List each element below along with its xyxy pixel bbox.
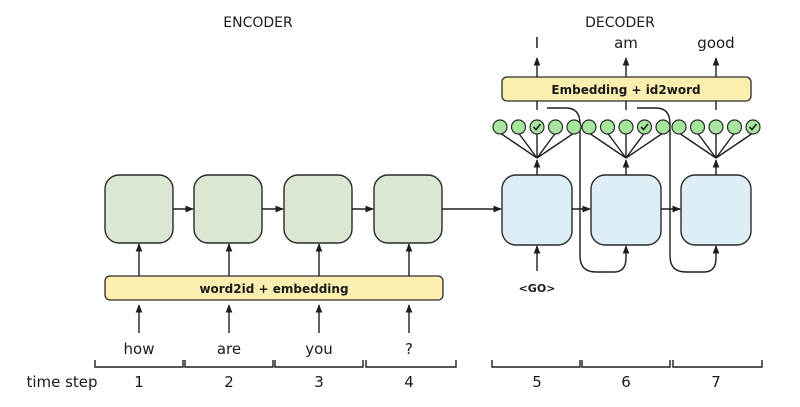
time-step-bracket <box>274 360 364 368</box>
softmax-node <box>726 119 743 135</box>
softmax-node <box>708 119 724 135</box>
softmax-edge <box>625 132 664 159</box>
time-step-bracket <box>491 360 581 368</box>
encoder-cell <box>283 174 353 244</box>
time-step-number: 3 <box>314 373 324 391</box>
feedback-loop-6 <box>547 107 630 273</box>
decoder-cell <box>501 174 573 246</box>
encoder-embedding-label: word2id + embedding <box>199 282 348 296</box>
softmax-edge <box>536 132 575 159</box>
encoder-cell <box>104 174 174 244</box>
input-word: are <box>217 340 241 358</box>
go-token: <GO> <box>519 282 556 295</box>
softmax-edge <box>606 132 627 159</box>
time-step-bracket <box>184 360 274 368</box>
check-icon <box>532 123 542 131</box>
softmax-node <box>636 119 653 135</box>
softmax-node <box>581 119 597 135</box>
softmax-node <box>566 119 582 135</box>
input-word: ? <box>405 340 413 358</box>
decoder-output-word: I <box>535 34 539 52</box>
time-step-number: 2 <box>224 373 234 391</box>
softmax-edge <box>715 132 736 159</box>
softmax-node <box>655 119 671 135</box>
softmax-edge <box>536 132 557 159</box>
decoder-output-word: good <box>697 34 734 52</box>
softmax-node <box>492 119 508 135</box>
time-step-number: 7 <box>711 373 721 391</box>
softmax-edge <box>715 132 754 159</box>
check-icon <box>640 123 649 131</box>
softmax-edge <box>588 132 627 159</box>
softmax-node <box>547 119 564 135</box>
time-step-number: 6 <box>621 373 631 391</box>
decoder-embedding-label: Embedding + id2word <box>551 83 700 97</box>
decoder-cell <box>680 174 752 246</box>
softmax-edge <box>625 132 646 159</box>
time-step-bracket <box>581 360 671 368</box>
softmax-node <box>689 119 706 135</box>
time-step-number: 5 <box>532 373 542 391</box>
decoder-title: DECODER <box>585 15 655 31</box>
encoder-cell <box>193 174 263 244</box>
encoder-embedding-band <box>104 275 444 301</box>
time-step-bracket <box>365 360 457 368</box>
check-icon <box>748 123 758 131</box>
input-word: you <box>305 340 333 358</box>
time-step-label: time step <box>26 373 97 391</box>
time-step-number: 1 <box>134 373 144 391</box>
softmax-node <box>671 119 687 135</box>
softmax-fan <box>581 119 671 159</box>
softmax-edge <box>517 132 538 159</box>
time-step-bracket <box>94 360 184 368</box>
softmax-fan <box>492 119 582 159</box>
softmax-node <box>599 119 616 135</box>
softmax-node <box>618 119 634 135</box>
encoder-title: ENCODER <box>223 15 293 31</box>
softmax-node <box>745 119 761 135</box>
input-word: how <box>124 340 155 358</box>
decoder-cell <box>590 174 662 246</box>
time-step-bracket <box>672 360 763 368</box>
feedback-loop-7 <box>637 107 720 273</box>
softmax-node <box>529 119 545 135</box>
softmax-edge <box>696 132 717 159</box>
encoder-cell <box>373 174 443 244</box>
softmax-edge <box>499 132 538 159</box>
softmax-edge <box>678 132 717 159</box>
decoder-output-word: am <box>614 34 638 52</box>
softmax-fan <box>671 119 761 159</box>
softmax-node <box>510 119 527 135</box>
time-step-number: 4 <box>404 373 414 391</box>
